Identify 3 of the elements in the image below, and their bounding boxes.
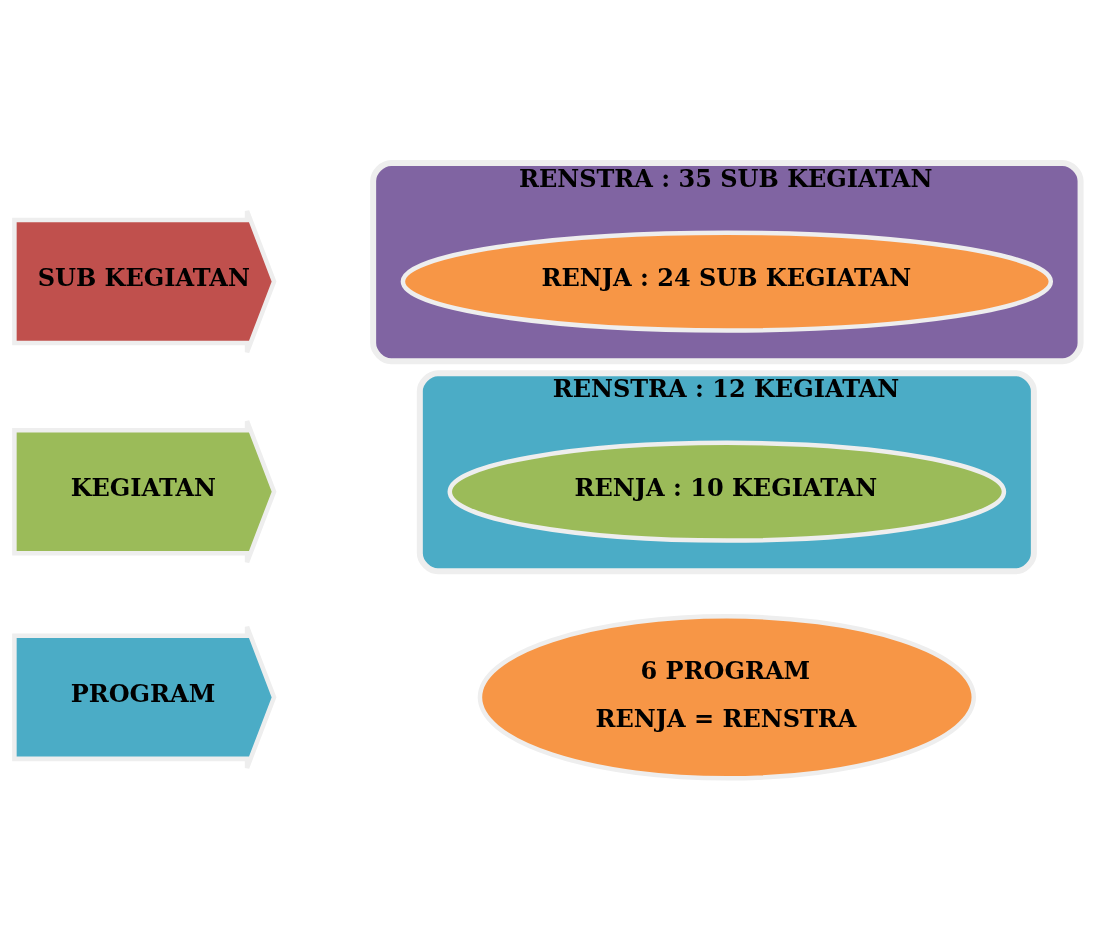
node-ellipse: RENJA : 24 SUB KEGIATAN: [400, 230, 1054, 333]
node-ellipse: RENJA : 10 KEGIATAN: [447, 440, 1007, 543]
node-ellipse: 6 PROGRAM RENJA = RENSTRA: [477, 614, 976, 781]
